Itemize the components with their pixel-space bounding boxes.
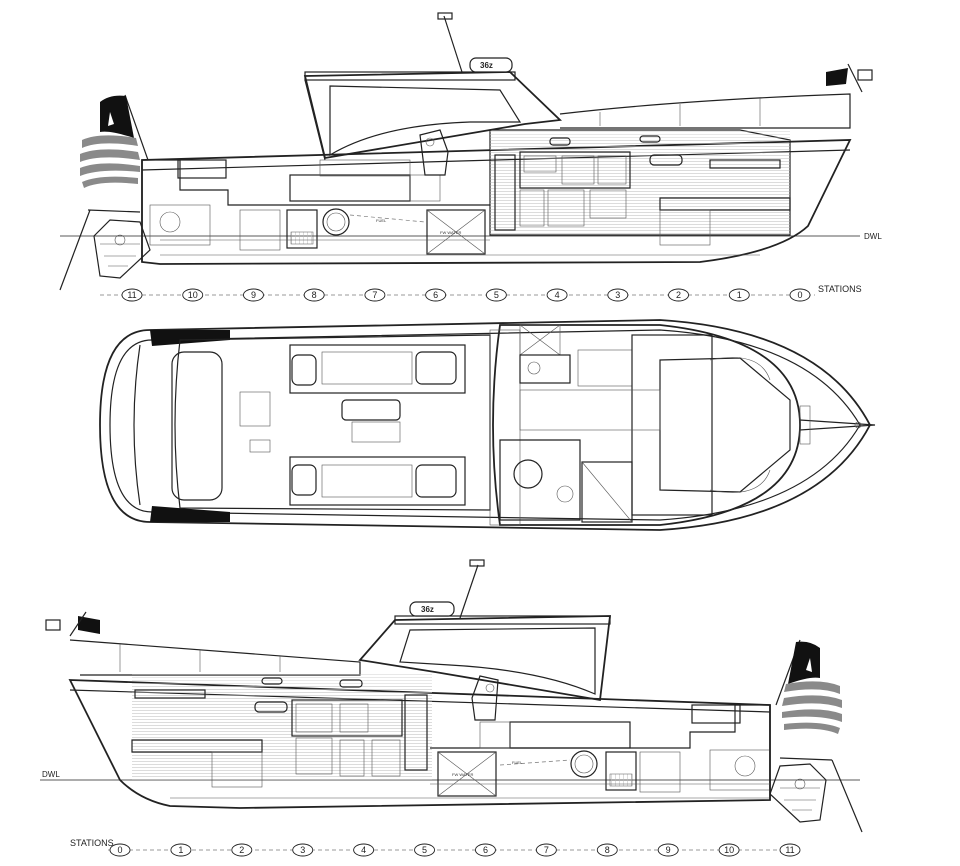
top-station-9: [243, 288, 264, 302]
bottom-station-label-2: 2: [239, 845, 244, 855]
aft-seat-top: [177, 159, 227, 179]
top-station-6: [425, 288, 447, 302]
bottom-station-9: [657, 843, 679, 857]
aft-seat-bottom: [691, 704, 741, 724]
helm-seat-bottom: [471, 675, 499, 721]
bottom-station-label-6: 6: [483, 845, 488, 855]
plan-table: [341, 399, 401, 421]
waterline-label-top: DWL: [864, 232, 882, 241]
top-station-label-5: 5: [494, 290, 499, 300]
top-station-label-6: 6: [433, 290, 438, 300]
top-station-label-11: 11: [127, 290, 136, 300]
top-station-10: [182, 288, 204, 302]
top-station-label-1: 1: [737, 290, 742, 300]
top-station-0: [789, 288, 811, 302]
bottom-station-6: [475, 843, 496, 857]
hull-outline-bottom: [68, 679, 771, 809]
top-station-label-0: 0: [797, 290, 802, 300]
svg-text:36z: 36z: [421, 605, 434, 614]
plan-lounge-port: [289, 344, 466, 394]
top-station-2: [668, 288, 689, 302]
bottom-station-label-8: 8: [605, 845, 610, 855]
hardtop-rail-top: [304, 71, 516, 81]
top-station-5: [485, 288, 507, 302]
cabin-galley-top: [519, 151, 631, 189]
bottom-station-label-4: 4: [361, 845, 366, 855]
fuel-tank-marker-bottom: [570, 750, 598, 778]
top-station-7: [364, 288, 386, 302]
bottom-station-1: [170, 843, 192, 857]
svg-text:FUEL: FUEL: [376, 218, 387, 223]
stern-flag-top: [80, 94, 149, 188]
svg-text:FW WATER: FW WATER: [440, 230, 461, 235]
outboard-engine-bottom: [709, 749, 827, 823]
door-top: [494, 154, 516, 231]
bottom-station-label-3: 3: [300, 845, 305, 855]
bottom-station-2: [231, 843, 253, 857]
windshield-bottom: [399, 627, 596, 695]
bottom-station-7: [535, 843, 557, 857]
bottom-station-label-5: 5: [422, 845, 427, 855]
bottom-station-label-11: 11: [785, 845, 794, 855]
bow-flag-bottom: [78, 616, 100, 634]
plan-head: [499, 439, 581, 521]
bottom-station-10: [718, 843, 740, 857]
top-station-3: [607, 288, 629, 302]
bow-rail-bottom: [69, 639, 361, 676]
top-station-label-2: 2: [676, 290, 681, 300]
model-badge-top: 36z: [469, 57, 513, 73]
bow-rail-top: [559, 93, 851, 129]
bottom-station-0: [109, 843, 131, 857]
profile-view-port: DWL 36z: [40, 559, 863, 857]
top-station-label-7: 7: [372, 290, 377, 300]
top-station-label-4: 4: [555, 290, 560, 300]
hardtop-bottom: [358, 615, 612, 702]
cabin-galley-bottom: [291, 699, 403, 737]
bottom-station-3: [292, 843, 314, 857]
helm-seat-top: [419, 129, 449, 176]
stations-label-bottom: STATIONS: [70, 838, 114, 848]
top-station-4: [546, 288, 568, 302]
svg-text:36z: 36z: [480, 61, 493, 70]
bottom-station-label-1: 1: [178, 845, 183, 855]
plan-lounge-stbd: [289, 456, 466, 506]
top-station-11: [121, 288, 143, 302]
bottom-station-4: [353, 843, 375, 857]
plan-cockpit-deck: [174, 334, 491, 511]
bottom-station-label-0: 0: [117, 845, 122, 855]
windshield-top: [329, 85, 522, 157]
fuel-tank-marker-top: [322, 208, 350, 236]
svg-text:FW WATER: FW WATER: [452, 772, 473, 777]
top-station-label-8: 8: [312, 290, 317, 300]
top-station-1: [728, 288, 750, 302]
top-station-label-9: 9: [251, 290, 256, 300]
waterline-label-bottom: DWL: [42, 770, 60, 779]
profile-view-starboard: DWL 36z: [59, 12, 882, 302]
outboard-engine-top: [93, 204, 211, 279]
plan-view-deck: [99, 319, 876, 531]
bottom-station-label-7: 7: [544, 845, 549, 855]
stern-flag-bottom: [775, 639, 842, 734]
top-station-label-10: 10: [188, 290, 198, 300]
fw-tank-bottom: [437, 751, 497, 797]
top-station-label-3: 3: [615, 290, 620, 300]
plan-vberth: [631, 334, 713, 516]
bottom-station-5: [414, 843, 435, 857]
bottom-station-label-9: 9: [666, 845, 671, 855]
bottom-station-11: [779, 843, 801, 857]
station-markers-bottom: 0 1 2 3 4 5 6 7 8 9 10 11: [109, 843, 801, 857]
bottom-station-8: [596, 843, 618, 857]
bow-flag-top: [826, 68, 848, 86]
top-station-8: [303, 288, 325, 302]
stations-label-top: STATIONS: [818, 284, 862, 294]
fw-tank-top: [426, 209, 486, 255]
bottom-station-label-10: 10: [724, 845, 734, 855]
plan-cabin-house: [492, 324, 801, 526]
model-badge-bottom: 36z: [409, 601, 455, 617]
svg-text:FUEL: FUEL: [512, 760, 523, 765]
hull-outline-top: [141, 139, 852, 265]
